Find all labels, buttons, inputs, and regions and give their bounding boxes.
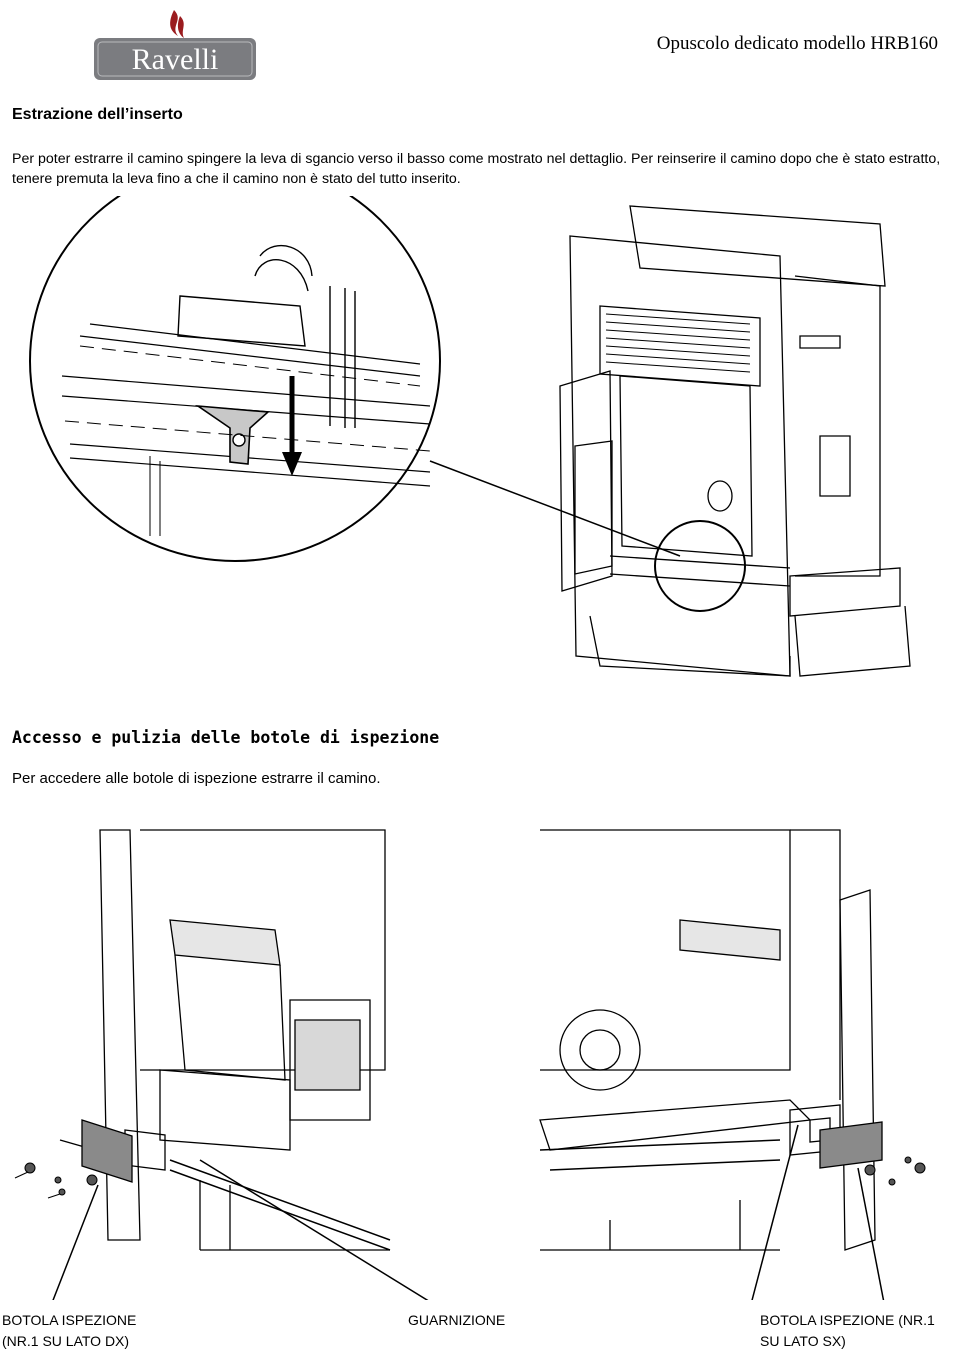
document-title: Opuscolo dedicato modello HRB160 [656,33,938,54]
inspection-hatch-left-side [819,1121,883,1169]
caption-hatch-right-side: BOTOLA ISPEZIONE (NR.1 SU LATO DX) [2,1312,137,1349]
logo-plate [94,38,256,80]
left-side-inspection-illustration [539,829,926,1300]
screw-icon [864,1156,926,1186]
logo-wordmark: Ravelli [132,43,219,76]
section-paragraph-extraction: Per poter estrarre il camino spingere la… [12,151,941,187]
brand-logo: Ravelli [94,10,256,80]
detail-magnifier-circle [29,196,441,562]
inspection-hatch-right-side [81,1119,133,1183]
release-lever-icon [195,404,270,465]
insert-extraction-illustration [29,196,911,677]
caption-hatch-left-side: BOTOLA ISPEZIONE (NR.1 SU LATO SX) [760,1312,935,1349]
section-heading-extraction: Estrazione dell’inserto [12,106,183,123]
section-paragraph-inspection: Per accedere alle botole di ispezione es… [12,770,381,787]
flame-icon [170,10,184,38]
caption-gasket: GUARNIZIONE [408,1312,506,1328]
right-side-inspection-illustration [14,829,429,1300]
blower-fan-icon [559,1009,641,1091]
screw-icon [24,1162,98,1196]
section-heading-inspection: Accesso e pulizia delle botole di ispezi… [12,728,440,747]
push-down-arrow-icon [282,452,302,476]
insert-front-frame [569,235,791,677]
